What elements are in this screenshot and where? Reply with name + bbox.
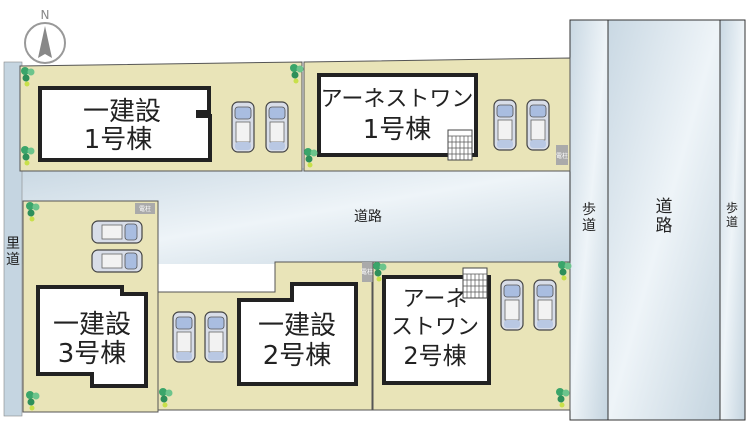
sidewalk-left-label: 歩	[582, 202, 596, 218]
sidewalk-right-label: 道	[726, 215, 738, 229]
building-outline	[237, 282, 358, 386]
lot-label: 一建設	[53, 310, 131, 340]
utility-pole-label: 電柱	[139, 205, 151, 213]
parking-car-icon	[231, 101, 255, 153]
sidewalk-left-label: 道	[582, 218, 596, 234]
lot-label: 2号棟	[403, 342, 466, 370]
parking-car-icon	[204, 311, 228, 363]
utility-pole-icon	[362, 262, 373, 282]
main-road-label: 道路	[354, 209, 382, 225]
lot-hajime-2[interactable]: 一建設 2号棟 電柱	[157, 261, 373, 411]
parking-car-icon	[500, 279, 524, 331]
utility-pole-label: 電柱	[556, 152, 568, 160]
side-path	[3, 61, 23, 417]
lot-label: 一建設	[83, 97, 161, 127]
stairs-icon	[462, 267, 488, 299]
utility-pole-icon	[135, 203, 155, 214]
lot-label: 1号棟	[363, 115, 432, 145]
parking-car-icon	[533, 279, 557, 331]
building-outline	[36, 285, 148, 388]
north-compass-icon: N	[24, 8, 66, 64]
lot-hajime-1[interactable]: 一建設 1号棟	[19, 61, 304, 172]
lot-label: アーネストワン	[321, 87, 474, 112]
parking-car-icon	[91, 249, 143, 273]
lot-label: 1号棟	[84, 125, 153, 155]
parking-car-icon	[91, 220, 143, 244]
lot-hajime-3[interactable]: 一建設 3号棟 電柱	[22, 200, 159, 413]
sidewalk-left	[569, 19, 609, 421]
building-outline	[317, 73, 478, 157]
sidewalk-right	[719, 19, 746, 421]
lot-arnest-2[interactable]: アーネ ストワン 2号棟	[372, 261, 572, 411]
parking-car-icon	[265, 101, 289, 153]
lot-label: 3号棟	[58, 339, 127, 369]
lot-label: ストワン	[391, 315, 479, 340]
side-path-label: 里	[6, 236, 20, 252]
stairs-icon	[447, 129, 473, 161]
parking-car-icon	[526, 99, 550, 151]
utility-pole-label: 電柱	[361, 268, 373, 276]
lot-label: 2号棟	[263, 341, 332, 371]
sidewalk-right-label: 歩	[726, 200, 738, 215]
lot-arnest-1[interactable]: アーネストワン 1号棟 電柱	[303, 57, 571, 172]
parking-car-icon	[493, 99, 517, 151]
lot-label: 一建設	[258, 311, 336, 341]
side-path-label: 道	[6, 252, 20, 268]
arterial-road-label: 道	[656, 197, 673, 217]
compass-label: N	[41, 8, 50, 22]
utility-pole-icon	[556, 145, 568, 165]
arterial-road-label: 路	[656, 216, 673, 236]
parking-car-icon	[172, 311, 196, 363]
lot-label: アーネ	[403, 287, 468, 312]
building-outline	[38, 86, 212, 162]
